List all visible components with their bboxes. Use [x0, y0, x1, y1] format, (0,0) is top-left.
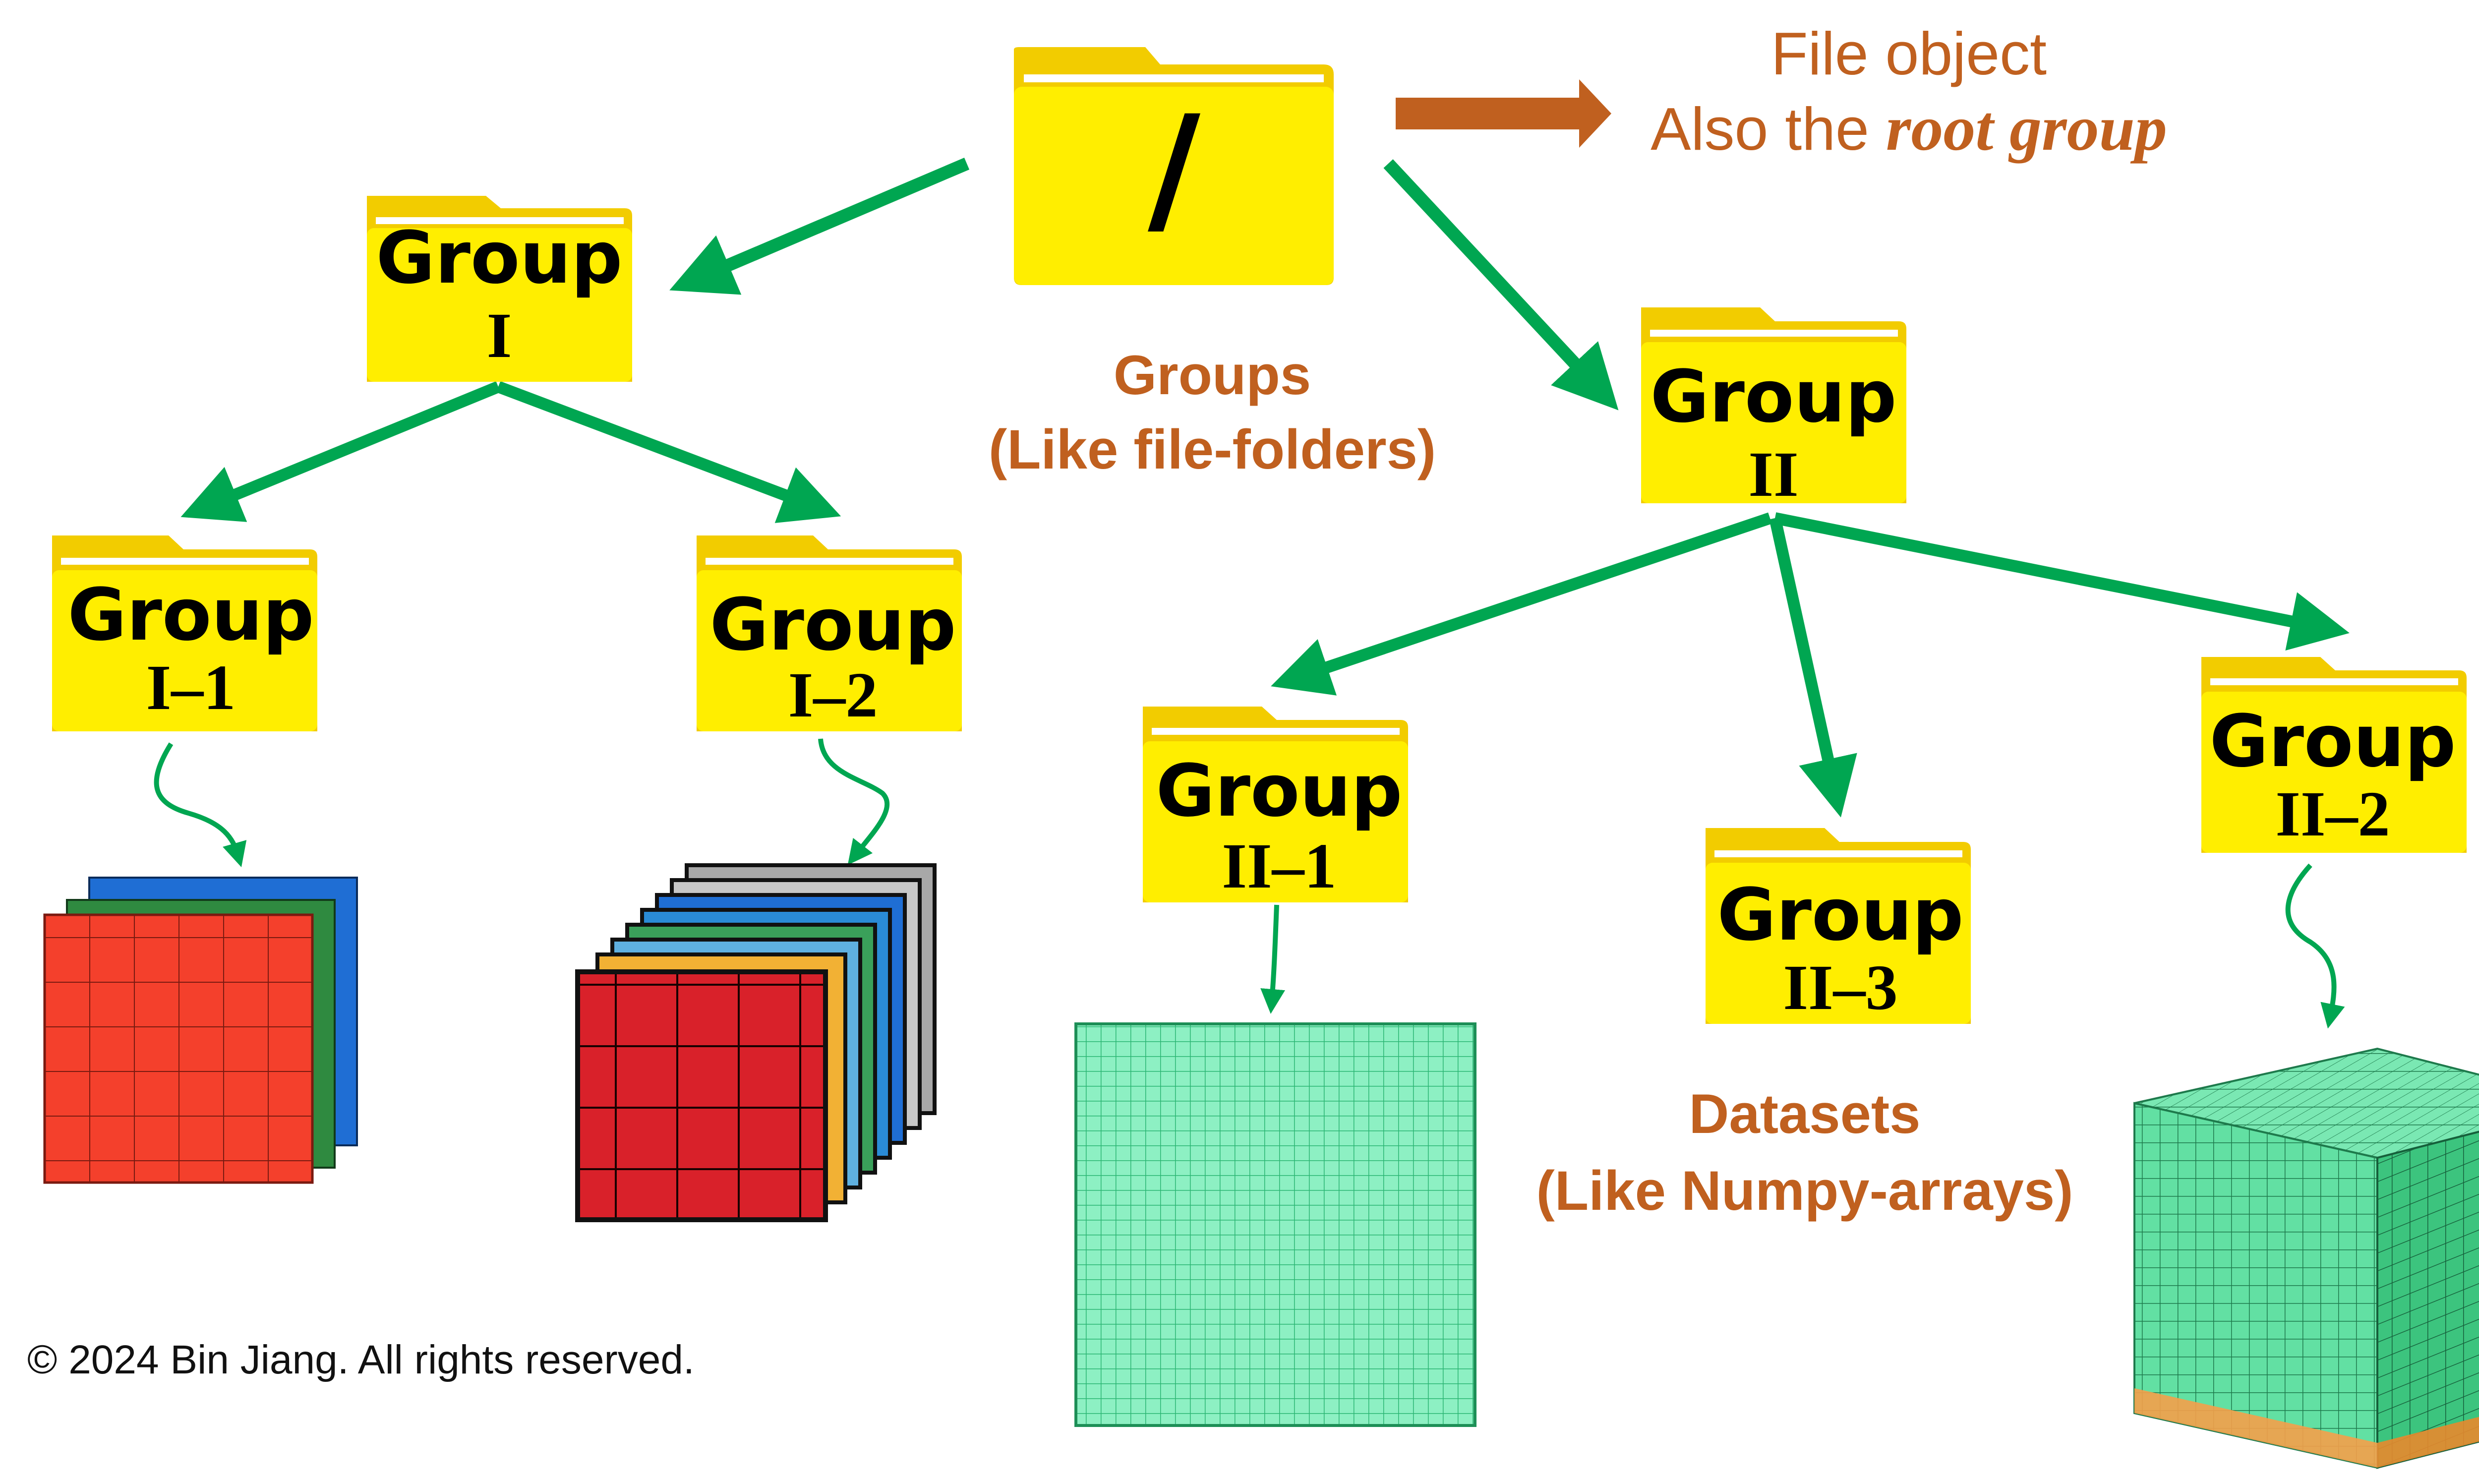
arrow-group-i-to-i-1 [180, 381, 501, 522]
folder-group-ii-2: Group II–2 [2201, 657, 2467, 853]
file-object-caption: File object Also the root group [1651, 20, 2167, 164]
folder-group-i-1: Group I–1 [52, 535, 317, 731]
copyright-notice: © 2024 Bin Jiang. All rights reserved. [27, 1337, 695, 1382]
dataset-ii-1-icon [1074, 1022, 1476, 1427]
dataset-i-2-icon [575, 863, 937, 1222]
squiggle-arrow-i-2-to-dataset [818, 738, 890, 865]
group-i-word: Group [376, 216, 622, 300]
dataset-ii-2-icon [2133, 1047, 2479, 1469]
group-i-id: I [487, 300, 512, 371]
group-ii-1-id: II–1 [1222, 831, 1336, 902]
group-i-2-word: Group [709, 583, 956, 667]
arrow-group-ii-to-ii-3 [1769, 517, 1857, 818]
squiggle-arrow-i-1-to-dataset [154, 742, 247, 868]
folder-group-i-2: Group I–2 [697, 535, 962, 731]
arrow-ii-1-to-dataset [1260, 904, 1285, 1014]
datasets-caption-line2: (Like Numpy-arrays) [1536, 1160, 2073, 1222]
arrow-group-i-to-i-2 [496, 381, 841, 523]
folder-group-ii-3: Group II–3 [1706, 828, 1971, 1024]
root-label: / [1148, 85, 1202, 252]
group-ii-1-word: Group [1156, 749, 1402, 833]
file-object-line1: File object [1771, 20, 2047, 87]
folder-group-i: Group I [367, 196, 632, 382]
datasets-caption: Datasets (Like Numpy-arrays) [1536, 1083, 2073, 1222]
arrow-root-to-group-ii [1383, 159, 1619, 411]
group-ii-id: II [1748, 439, 1798, 510]
arrow-root-to-file-object [1396, 79, 1611, 148]
root-folder-icon: / [1014, 47, 1334, 285]
folder-group-ii-1: Group II–1 [1143, 707, 1408, 902]
group-ii-word: Group [1650, 355, 1896, 439]
file-object-line2: Also the root group [1651, 93, 2167, 164]
arrow-root-to-group-i [669, 158, 970, 295]
group-i-1-word: Group [67, 573, 314, 657]
arrow-group-ii-to-ii-1 [1271, 512, 1772, 696]
groups-caption: Groups (Like file-folders) [989, 344, 1436, 480]
datasets-caption-line1: Datasets [1689, 1083, 1921, 1145]
squiggle-arrow-ii-2-to-dataset [2285, 863, 2345, 1029]
group-i-1-id: I–1 [146, 652, 236, 723]
dataset-i-1-icon [43, 877, 358, 1184]
group-ii-2-id: II–2 [2275, 778, 2390, 850]
folder-group-ii: Group II [1641, 307, 1906, 510]
groups-caption-line1: Groups [1114, 344, 1311, 406]
arrow-group-ii-to-ii-2 [1773, 512, 2350, 651]
groups-caption-line2: (Like file-folders) [989, 418, 1436, 480]
group-i-2-id: I–2 [788, 659, 878, 731]
file-object-line2-emph: root group [1886, 93, 2167, 164]
file-object-line2-prefix: Also the [1651, 95, 1886, 163]
group-ii-2-word: Group [2209, 700, 2456, 783]
group-ii-3-word: Group [1717, 873, 1963, 957]
group-ii-3-id: II–3 [1783, 952, 1897, 1023]
